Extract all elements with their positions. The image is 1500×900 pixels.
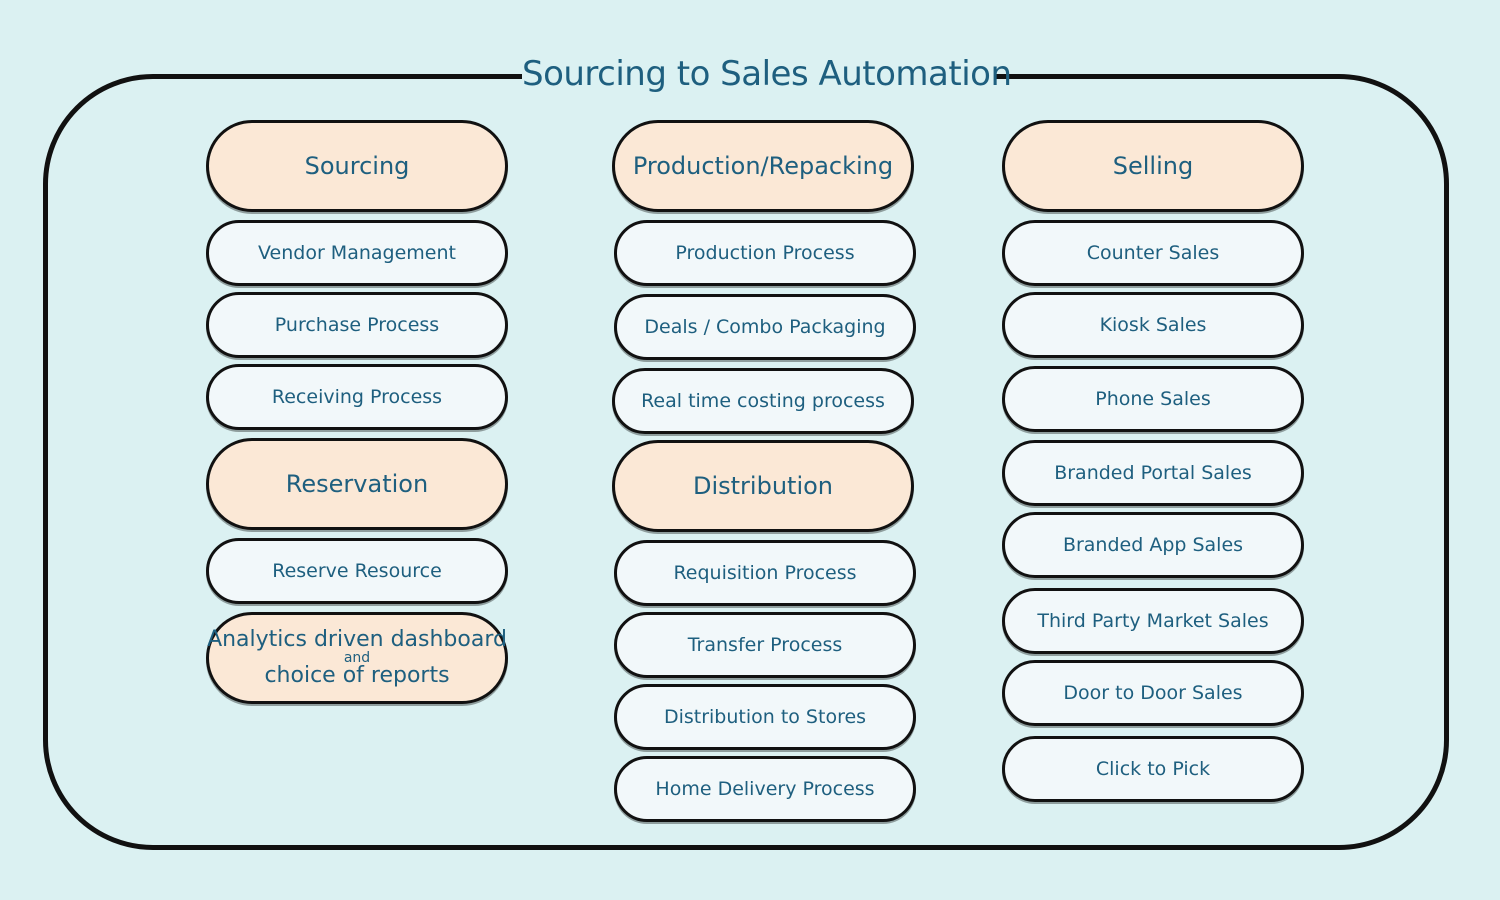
transfer-process-node: Transfer Process <box>614 612 916 678</box>
analytics-dashboard-node: Analytics driven dashboard and choice of… <box>206 612 508 704</box>
diagram-title: Sourcing to Sales Automation <box>522 48 1012 100</box>
analytics-line-3: choice of reports <box>264 663 450 688</box>
receiving-process-node: Receiving Process <box>206 364 508 430</box>
reservation-header: Reservation <box>206 438 508 530</box>
real-time-costing-node: Real time costing process <box>612 368 914 434</box>
production-repacking-header: Production/Repacking <box>612 120 914 212</box>
analytics-line-1: Analytics driven dashboard <box>207 627 507 652</box>
selling-header: Selling <box>1002 120 1304 212</box>
deals-combo-packaging-node: Deals / Combo Packaging <box>614 294 916 360</box>
branded-portal-sales-node: Branded Portal Sales <box>1002 440 1304 506</box>
door-to-door-sales-node: Door to Door Sales <box>1002 660 1304 726</box>
home-delivery-process-node: Home Delivery Process <box>614 756 916 822</box>
click-to-pick-node: Click to Pick <box>1002 736 1304 802</box>
phone-sales-node: Phone Sales <box>1002 366 1304 432</box>
distribution-to-stores-node: Distribution to Stores <box>614 684 916 750</box>
production-process-node: Production Process <box>614 220 916 286</box>
sourcing-header: Sourcing <box>206 120 508 212</box>
vendor-management-node: Vendor Management <box>206 220 508 286</box>
counter-sales-node: Counter Sales <box>1002 220 1304 286</box>
requisition-process-node: Requisition Process <box>614 540 916 606</box>
kiosk-sales-node: Kiosk Sales <box>1002 292 1304 358</box>
analytics-line-2: and <box>343 650 371 666</box>
reserve-resource-node: Reserve Resource <box>206 538 508 604</box>
branded-app-sales-node: Branded App Sales <box>1002 512 1304 578</box>
purchase-process-node: Purchase Process <box>206 292 508 358</box>
distribution-header: Distribution <box>612 440 914 532</box>
third-party-market-sales-node: Third Party Market Sales <box>1002 588 1304 654</box>
